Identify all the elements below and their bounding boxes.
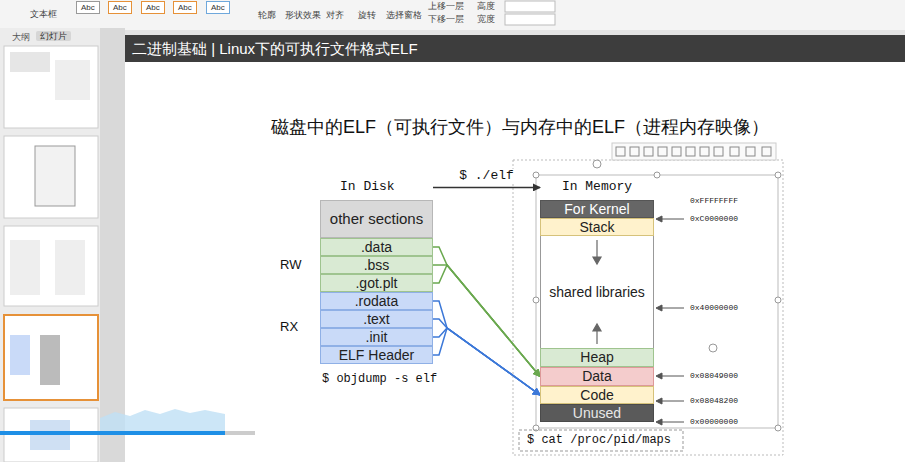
toolbar-text: 上移一层 (428, 1, 464, 11)
toolbar-text: 形状效果 (285, 10, 321, 20)
region-label: .data (361, 239, 392, 255)
perm-label: RX (280, 320, 298, 335)
style-swatch: Abc (108, 1, 132, 14)
region-label: .bss (364, 257, 390, 273)
region-label: Unused (573, 405, 621, 421)
perm-label: RW (280, 258, 301, 273)
column-heading: In Disk (340, 180, 395, 195)
launch-arrow (433, 187, 540, 189)
slide-thumbnails (4, 46, 98, 462)
command-text: $ cat /proc/pid/maps (527, 434, 671, 448)
style-swatch: Abc (206, 1, 230, 14)
style-swatch: Abc (173, 1, 197, 14)
memory-region: Code (540, 386, 654, 404)
memory-region: shared libraries (540, 236, 654, 348)
region-label: Data (582, 368, 612, 384)
mapping-line (433, 328, 540, 395)
toolbar-text: 对齐 (326, 10, 344, 20)
section-cell: .got.plt (320, 274, 433, 292)
memory-region: Heap (540, 348, 654, 367)
section-cell: ELF Header (320, 346, 433, 364)
region-label: .text (363, 311, 389, 327)
panel-tab: 大纲 (12, 32, 30, 42)
address-label: 0x00000000 (690, 417, 738, 426)
address-label: 0x40000000 (690, 303, 738, 312)
mapping-line (433, 328, 540, 395)
disk-column: In Disk other sections .data .bss .got.plt .r… (320, 178, 433, 364)
style-swatch: Abc (141, 1, 165, 14)
mapping-line (433, 265, 540, 377)
toolbar-text: 选择窗格 (386, 10, 422, 20)
region-label: other sections (330, 210, 423, 227)
region-label: .init (366, 329, 388, 345)
slide (125, 35, 905, 462)
section-cell: other sections (320, 200, 433, 238)
selection-handles (533, 160, 781, 431)
toolbar-text: 轮廓 (258, 10, 276, 20)
address-leaders (656, 216, 684, 425)
edge-label: $ ./elf (457, 169, 516, 184)
region-label: For Kernel (564, 201, 629, 217)
region-label: Code (580, 387, 613, 403)
toolbar-text: 文本框 (30, 9, 57, 19)
panel-tab: 幻灯片 (36, 31, 71, 41)
memory-column: In MemoryFor KernelStack shared libraries… (540, 178, 654, 422)
slide-title: 二进制基础 | Linux下的可执行文件格式ELF (132, 40, 418, 57)
mapping-line (433, 301, 540, 395)
video-progress (0, 409, 255, 435)
region-label: .rodata (355, 293, 399, 309)
address-label: 0x08048200 (690, 396, 738, 405)
region-label: shared libraries (549, 284, 645, 300)
mini-toolbar (612, 143, 776, 160)
memory-region: Data (540, 367, 654, 386)
section-cell: .bss (320, 256, 433, 274)
toolbar-text: 宽度 (477, 14, 495, 24)
region-label: Heap (580, 349, 613, 365)
region-label: .got.plt (355, 275, 397, 291)
section-cell: .text (320, 310, 433, 328)
toolbar-text: 高度 (477, 1, 495, 11)
column-heading: In Memory (540, 180, 654, 195)
slide-heading: 磁盘中的ELF（可执行文件）与内存中的ELF（进程内存映像） (271, 117, 769, 138)
toolbar-text: 下移一层 (428, 14, 464, 24)
toolbar-text: 旋转 (358, 10, 376, 20)
address-label: 0xFFFFFFFF (690, 196, 738, 205)
toolbar (0, 0, 905, 30)
address-label: 0x08049000 (690, 371, 738, 380)
mapping-line (433, 265, 540, 377)
section-cell: .init (320, 328, 433, 346)
memory-region: For Kernel (540, 200, 654, 218)
region-label: ELF Header (339, 347, 414, 363)
command-text: $ objdump -s elf (322, 373, 437, 387)
address-label: 0xC0000000 (690, 214, 738, 223)
group-frame (513, 160, 783, 455)
selection-box (536, 175, 778, 428)
slide-title-bar (125, 35, 905, 62)
memory-region: Stack (540, 218, 654, 236)
section-cell: .rodata (320, 292, 433, 310)
mapping-line (433, 319, 540, 395)
section-cell: .data (320, 238, 433, 256)
slide-panel (0, 28, 100, 462)
command-frame (519, 430, 683, 451)
style-swatch: Abc (76, 1, 100, 14)
region-label: Stack (579, 219, 614, 235)
memory-region: Unused (540, 404, 654, 422)
